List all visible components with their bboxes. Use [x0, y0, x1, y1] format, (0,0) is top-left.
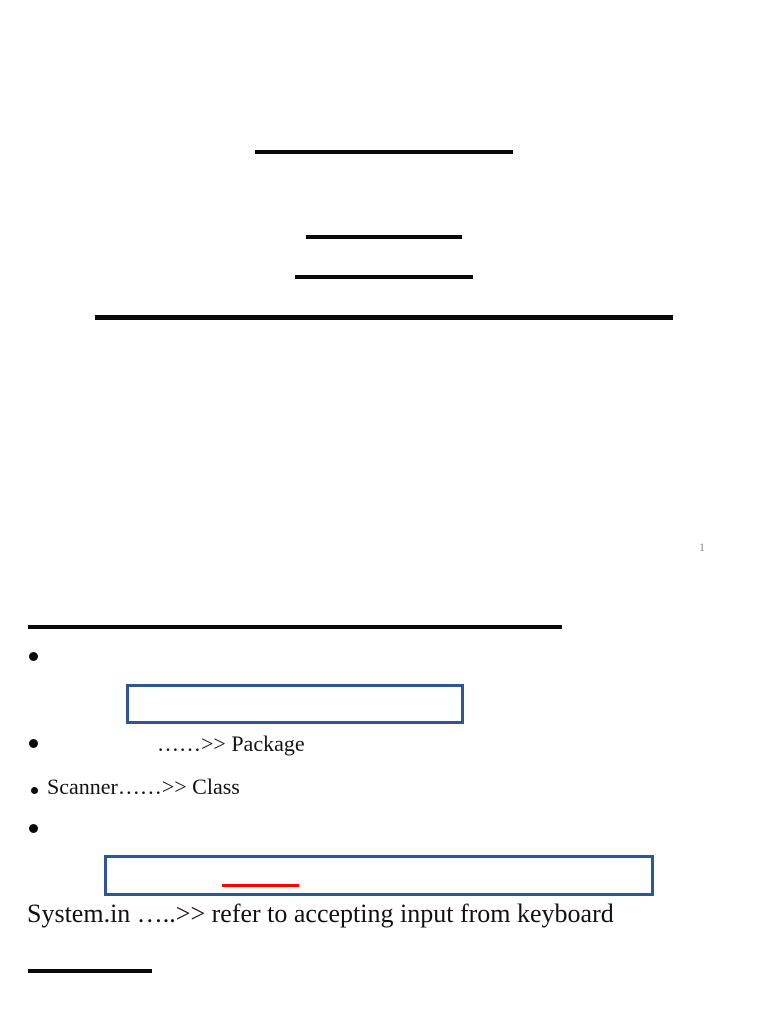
- annotation-box-2: [104, 855, 654, 896]
- package-item-text: ……>> Package: [157, 731, 305, 756]
- footer-underline: [28, 969, 152, 973]
- bullet-icon-4: [29, 824, 38, 833]
- system-in-line-text: System.in …..>> refer to accepting input…: [27, 899, 614, 928]
- scanner-item-text: Scanner……>> Class: [47, 774, 240, 799]
- heading-underline-4: [95, 315, 673, 320]
- annotation-box-1: [126, 684, 464, 724]
- bullet-icon-3: [31, 787, 38, 794]
- page-number: 1: [699, 540, 705, 554]
- heading-underline-2: [306, 235, 462, 239]
- bullet-icon-1: [29, 652, 38, 661]
- section-title-underline: [28, 625, 562, 629]
- bullet-icon-2: [29, 739, 38, 748]
- red-underline-annotation: [222, 884, 299, 887]
- heading-underline-3: [295, 275, 473, 279]
- heading-underline-1: [255, 150, 513, 154]
